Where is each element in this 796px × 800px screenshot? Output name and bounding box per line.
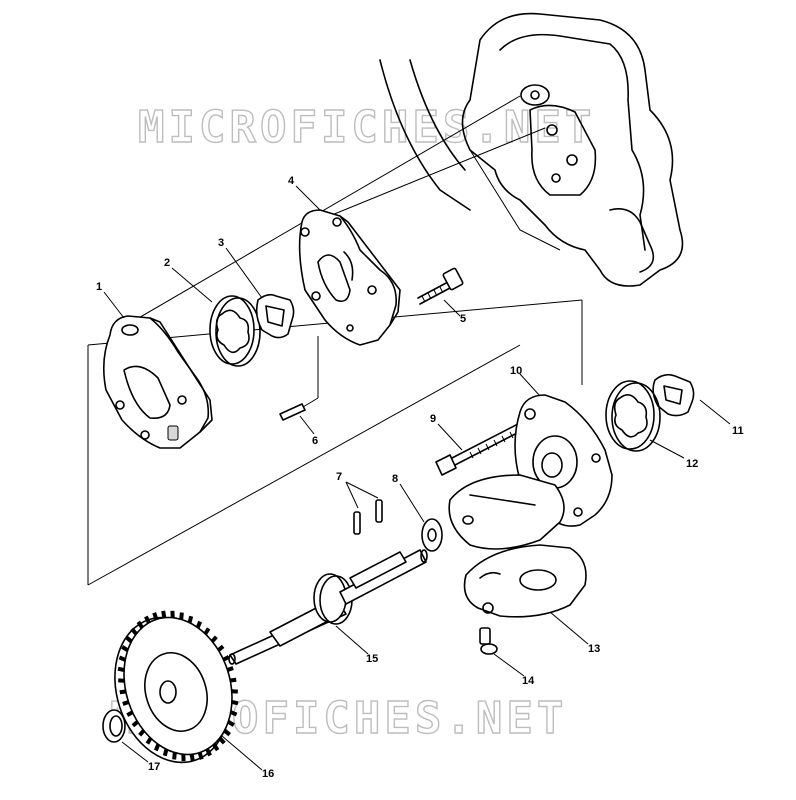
- gear-tooth: [179, 612, 184, 620]
- gear-tooth: [136, 620, 144, 629]
- label-1: 1: [96, 281, 102, 293]
- part-4-pump-body: [298, 209, 401, 346]
- gear-tooth: [195, 620, 203, 629]
- gear-tooth: [144, 615, 151, 624]
- gear-tooth: [229, 677, 237, 683]
- gear-tooth: [119, 689, 127, 695]
- part-11-inner-rotor: [652, 373, 695, 417]
- part-15-pump-shaft: [228, 549, 428, 665]
- watermark-top: MICROFICHES.NET: [138, 102, 595, 153]
- part-14-screw: [479, 627, 498, 655]
- label-5: 5: [460, 313, 466, 325]
- gear-tooth: [222, 655, 230, 662]
- gear-tooth: [217, 644, 225, 652]
- gear-tooth: [121, 645, 129, 652]
- gear-tooth: [125, 635, 133, 644]
- label-10: 10: [510, 365, 522, 377]
- leader-lines: [103, 185, 731, 771]
- label-3: 3: [218, 237, 224, 249]
- gear-tooth: [231, 699, 239, 706]
- part-5-bolt: [417, 267, 464, 305]
- gear-tooth: [212, 743, 220, 752]
- gear-tooth: [187, 615, 194, 624]
- label-12: 12: [686, 458, 698, 470]
- gear-tooth: [117, 666, 125, 673]
- gear-tooth: [122, 700, 130, 706]
- part-13-strainer-plate: [463, 544, 587, 618]
- gear-tooth: [138, 729, 146, 737]
- part-8-washer: [421, 518, 443, 552]
- part-12-outer-rotor: [605, 380, 661, 452]
- gear-tooth: [226, 666, 234, 672]
- label-8: 8: [392, 473, 398, 485]
- label-17: 17: [148, 761, 160, 773]
- gear-tooth: [152, 612, 159, 621]
- label-2: 2: [164, 257, 170, 269]
- gear-tooth: [145, 737, 153, 745]
- part-16-drive-gear: [114, 610, 239, 764]
- gear-tooth: [130, 627, 138, 636]
- gear-tooth: [189, 753, 195, 762]
- part-7-pins: [353, 499, 383, 535]
- part-9-long-bolt: [435, 423, 522, 476]
- gear-tooth: [229, 710, 238, 717]
- gear-tooth: [126, 710, 134, 717]
- part-2-outer-rotor: [209, 295, 261, 367]
- gear-tooth: [131, 720, 139, 728]
- part-6-dowel-pin: [279, 403, 306, 421]
- gear-tooth: [223, 728, 231, 737]
- label-13: 13: [588, 643, 600, 655]
- label-7: 7: [336, 471, 342, 483]
- part-number-labels: 1 2 3 4 5 6 7 8 9 10 11 12 13 14 15 16 1…: [96, 175, 744, 780]
- label-15: 15: [366, 653, 378, 665]
- part-1-pump-cover: [102, 315, 213, 449]
- gear-tooth: [153, 743, 161, 752]
- crankcase-housing: [379, 12, 684, 287]
- label-14: 14: [522, 675, 535, 687]
- part-3-inner-rotor: [255, 293, 295, 339]
- label-16: 16: [262, 768, 274, 780]
- gear-tooth: [172, 752, 177, 760]
- gear-tooth: [210, 635, 218, 643]
- gear-tooth: [218, 736, 226, 745]
- label-9: 9: [430, 413, 436, 425]
- part-17-circlip: [102, 709, 126, 743]
- gear-tooth: [162, 748, 169, 757]
- part-10-pump-housing: [448, 394, 613, 550]
- label-4: 4: [288, 175, 295, 187]
- gear-tooth: [227, 720, 235, 727]
- gear-tooth: [197, 751, 204, 760]
- gear-tooth: [205, 748, 212, 757]
- label-6: 6: [312, 435, 318, 447]
- gear-tooth: [161, 610, 167, 619]
- gear-tooth: [118, 655, 127, 662]
- gear-tooth: [203, 627, 211, 635]
- gear-teeth: [117, 610, 239, 762]
- label-11: 11: [732, 425, 744, 437]
